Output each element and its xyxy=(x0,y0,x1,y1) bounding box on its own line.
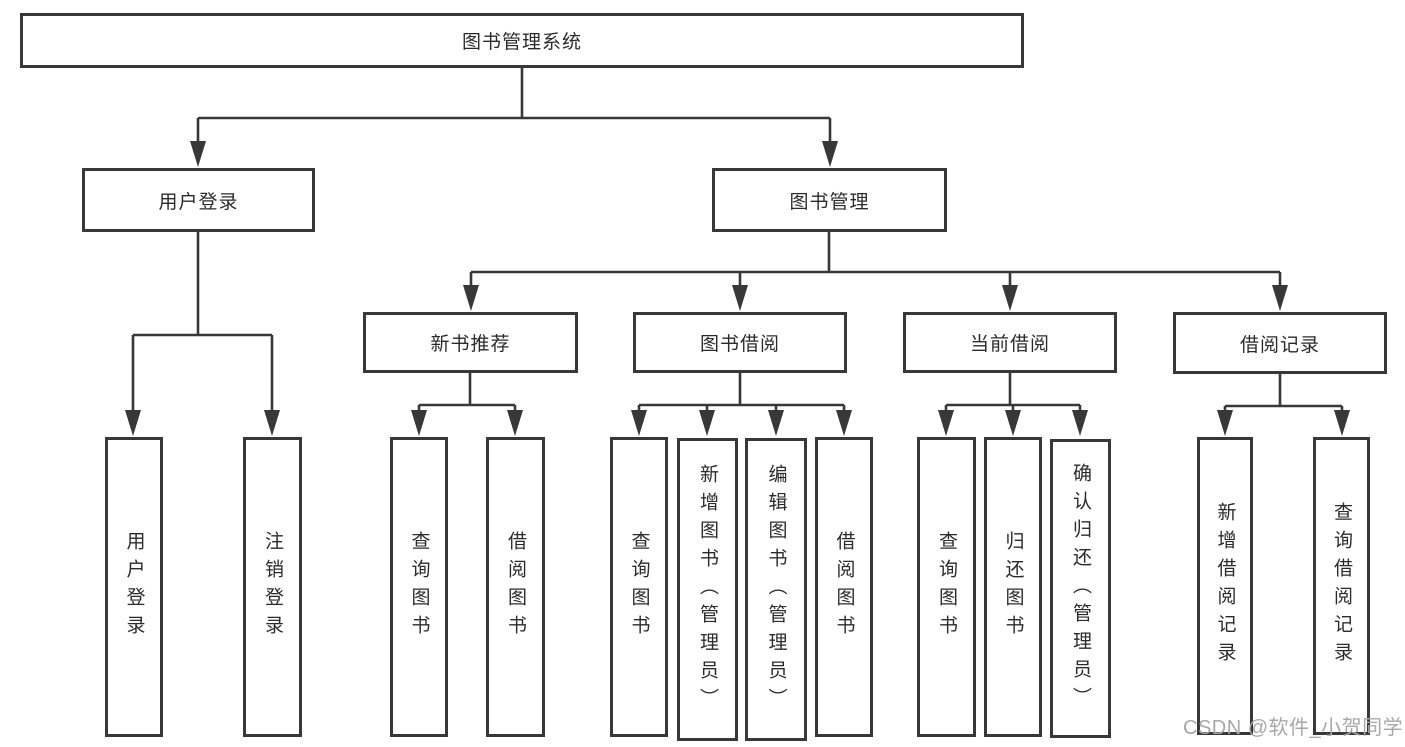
connector-user-login xyxy=(125,232,280,436)
leaf-borrow-books-2-label: 借阅图书 xyxy=(833,531,855,643)
leaf-borrow-books-1-label: 借阅图书 xyxy=(505,531,526,643)
leaf-query-books-1-label: 查询图书 xyxy=(408,531,430,643)
leaf-user-login: 用户登录 xyxy=(105,437,163,737)
connector-current-borrowing xyxy=(938,372,1088,436)
leaf-add-borrow-record-label: 新增借阅记录 xyxy=(1214,502,1236,670)
watermark: CSDN @软件_小贺同学 xyxy=(1183,717,1404,739)
leaf-confirm-return-admin: 确认归还（管理员） xyxy=(1050,439,1111,738)
leaf-logout-label: 注销登录 xyxy=(262,531,283,643)
leaf-return-books: 归还图书 xyxy=(984,437,1042,737)
leaf-query-borrow-record: 查询借阅记录 xyxy=(1313,437,1370,735)
leaf-confirm-return-admin-label: 确认归还（管理员） xyxy=(1070,462,1091,715)
leaf-return-books-label: 归还图书 xyxy=(1002,531,1024,643)
leaf-borrow-books-1: 借阅图书 xyxy=(486,437,545,737)
leaf-logout: 注销登录 xyxy=(243,437,302,737)
node-user-login: 用户登录 xyxy=(82,168,315,232)
leaf-borrow-books-2: 借阅图书 xyxy=(815,437,873,737)
node-root: 图书管理系统 xyxy=(20,13,1024,68)
connector-book-management xyxy=(463,232,1288,311)
leaf-query-books-3-label: 查询图书 xyxy=(936,531,957,643)
node-book-borrowing: 图书借阅 xyxy=(633,312,847,373)
leaf-edit-book-admin-label: 编辑图书（管理员） xyxy=(765,463,787,716)
leaf-user-login-label: 用户登录 xyxy=(123,531,145,643)
node-new-book-recommend: 新书推荐 xyxy=(363,312,578,373)
connector-root xyxy=(190,68,838,167)
node-borrowing-records: 借阅记录 xyxy=(1173,312,1387,374)
leaf-add-book-admin-label: 新增图书（管理员） xyxy=(697,463,718,716)
connector-new-book-recommend xyxy=(411,372,523,436)
leaf-query-books-1: 查询图书 xyxy=(390,437,448,737)
node-current-borrowing: 当前借阅 xyxy=(903,312,1117,373)
leaf-query-books-2: 查询图书 xyxy=(610,437,668,737)
leaf-query-books-3: 查询图书 xyxy=(917,437,976,737)
node-book-management: 图书管理 xyxy=(712,168,947,232)
leaf-add-borrow-record: 新增借阅记录 xyxy=(1197,437,1253,735)
leaf-edit-book-admin: 编辑图书（管理员） xyxy=(745,438,807,741)
leaf-query-borrow-record-label: 查询借阅记录 xyxy=(1331,502,1352,670)
connector-borrowing-records xyxy=(1217,374,1350,436)
leaf-query-books-2-label: 查询图书 xyxy=(628,531,650,643)
connector-book-borrowing xyxy=(631,372,852,436)
leaf-add-book-admin: 新增图书（管理员） xyxy=(677,438,738,741)
